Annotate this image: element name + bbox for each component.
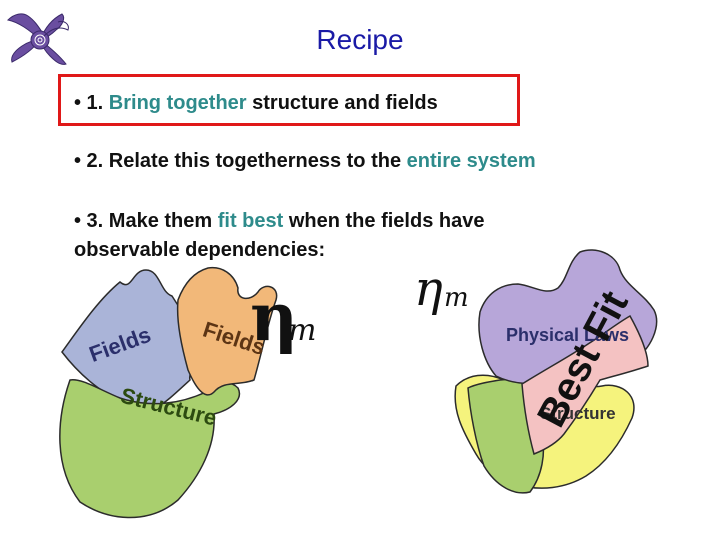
label-physical-laws: Physical Laws <box>506 325 629 345</box>
puzzle-piece-best-fit <box>521 314 649 456</box>
slide-title: Recipe <box>316 24 404 55</box>
bullet-1: • 1. Bring together structure and fields <box>74 92 438 114</box>
gecko-logo <box>6 13 69 65</box>
highlight-frame <box>58 74 520 126</box>
eta-small-symbol: η <box>414 261 443 317</box>
bullet-3: • 3. Make them fit best when the fields … <box>74 210 485 261</box>
eta-large-symbol: η <box>250 278 298 356</box>
eta-large-subscript: m <box>288 313 316 348</box>
puzzle-piece-structure-left <box>59 379 241 519</box>
eta-small-subscript: m <box>444 283 469 313</box>
puzzle-piece-fields-right <box>176 266 278 396</box>
bullet-2: • 2. Relate this togetherness to the ent… <box>74 150 536 172</box>
label-structure-right: Structure <box>540 404 616 423</box>
